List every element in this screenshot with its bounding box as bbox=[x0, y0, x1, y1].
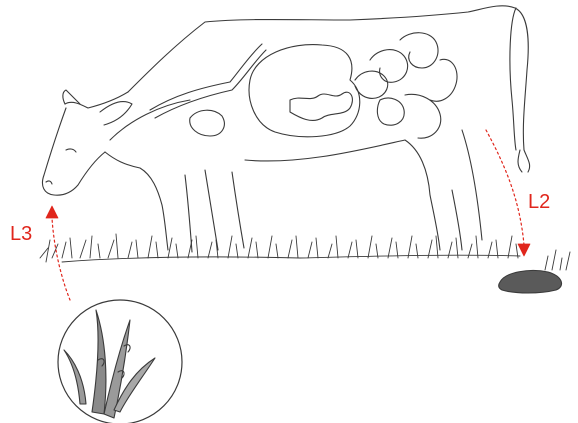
label-l3: L3 bbox=[10, 224, 32, 244]
grass-line bbox=[40, 234, 570, 270]
dung-pat bbox=[499, 270, 562, 293]
digestive-organs bbox=[150, 33, 457, 138]
l3-arrow bbox=[46, 206, 70, 300]
cow-illustration bbox=[42, 6, 529, 252]
triangle-arrowhead-icon bbox=[46, 206, 58, 218]
magnified-grass-circle-icon bbox=[58, 300, 182, 423]
label-l2: L2 bbox=[528, 192, 550, 212]
triangle-arrowhead-icon bbox=[518, 244, 530, 256]
